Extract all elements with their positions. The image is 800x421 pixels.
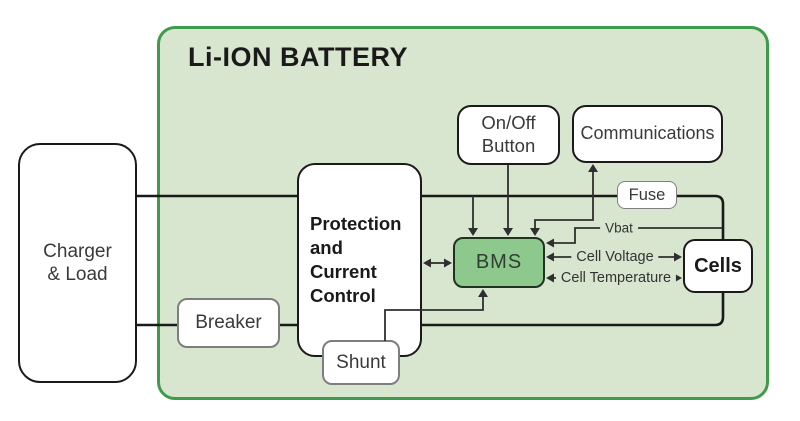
communications-label: Communications: [580, 123, 715, 144]
diagram-title: Li-ION BATTERY: [188, 42, 408, 72]
on-off-button-label: On/Off Button: [481, 112, 536, 156]
breaker-block: Breaker: [177, 298, 280, 348]
fuse-block: Fuse: [617, 181, 677, 209]
protection-current-control-block: Protection and Current Control: [297, 163, 422, 357]
cells-label: Cells: [694, 254, 742, 277]
shunt-block: Shunt: [322, 340, 400, 385]
protection-label: Protection and Current Control: [310, 212, 402, 307]
fuse-label: Fuse: [628, 185, 666, 204]
vbat-signal-label: Vbat: [600, 220, 638, 236]
cells-block: Cells: [683, 239, 753, 293]
communications-block: Communications: [572, 105, 723, 163]
bms-block: BMS: [453, 237, 545, 288]
shunt-label: Shunt: [336, 351, 386, 373]
breaker-label: Breaker: [195, 312, 262, 334]
cell-temperature-signal-label: Cell Temperature: [555, 270, 677, 286]
cell-voltage-signal-label: Cell Voltage: [571, 249, 659, 265]
on-off-button-block: On/Off Button: [457, 105, 560, 165]
charger-load-label: Charger & Load: [43, 240, 112, 285]
bms-label: BMS: [475, 251, 523, 274]
charger-load-block: Charger & Load: [18, 143, 137, 383]
